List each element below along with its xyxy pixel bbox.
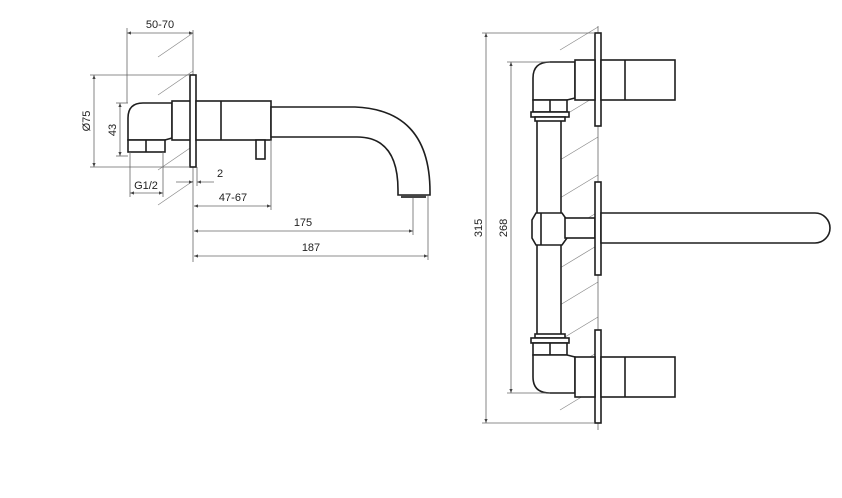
- dim-plate-thickness: 2: [217, 168, 223, 180]
- spout-stub: [564, 217, 596, 239]
- dim-handle-spacing: 268: [498, 219, 510, 237]
- dim-spout-reach: 175: [294, 217, 312, 229]
- dim-wall-depth: 50-70: [146, 19, 174, 31]
- top-valve-body: [574, 59, 596, 101]
- spout: [270, 106, 431, 196]
- dim-body-height: 43: [107, 124, 119, 136]
- side-view: 50-70 Ø75 43 G1/2 2 47-67 175 187: [81, 19, 431, 262]
- pin: [255, 139, 266, 160]
- dim-overall-length: 187: [302, 242, 320, 254]
- wall-plate: [189, 74, 197, 168]
- tee-fitting: [531, 212, 568, 246]
- body-rear: [171, 100, 192, 141]
- dim-thread: G1/2: [134, 180, 158, 192]
- dim-overall-height: 315: [473, 219, 485, 237]
- spout-wall-plate: [594, 181, 602, 276]
- dim-plate-diameter: Ø75: [81, 111, 93, 132]
- front-view: 315 268: [473, 26, 831, 430]
- bottom-handle: [600, 356, 676, 398]
- body-front: [195, 100, 272, 141]
- dim-body-length: 47-67: [219, 192, 247, 204]
- inlet-elbow: [127, 102, 173, 141]
- aerator: [401, 195, 426, 198]
- bottom-elbow: [532, 354, 576, 394]
- top-wall-plate: [594, 32, 602, 127]
- bottom-valve-body: [574, 356, 596, 398]
- bottom-wall-plate: [594, 329, 602, 424]
- spout: [600, 212, 831, 244]
- top-handle: [600, 59, 676, 101]
- top-elbow: [532, 61, 576, 101]
